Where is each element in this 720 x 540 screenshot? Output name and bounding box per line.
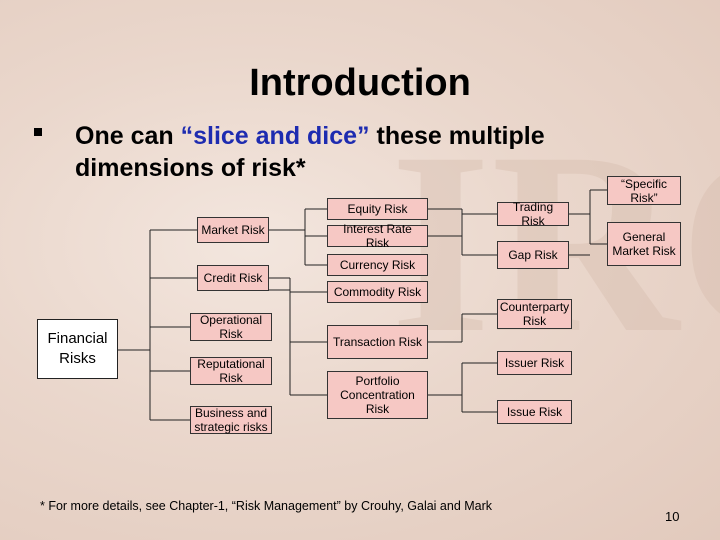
- node-issue-risk: Issue Risk: [497, 400, 572, 424]
- bullet-text-pre: One can: [75, 122, 181, 150]
- node-general-market-risk: General Market Risk: [607, 222, 681, 266]
- node-issuer-risk: Issuer Risk: [497, 351, 572, 375]
- node-gap-risk: Gap Risk: [497, 241, 569, 269]
- node-trading-risk: Trading Risk: [497, 200, 569, 228]
- bullet-text: One can “slice and dice” these multiple …: [75, 120, 635, 184]
- node-reputational-risk: Reputational Risk: [190, 357, 272, 385]
- node-financial-risks: Financial Risks: [37, 319, 118, 379]
- node-transaction-risk: Transaction Risk: [327, 325, 428, 359]
- node-portfolio-concentration-risk: Portfolio Concentration Risk: [327, 371, 428, 419]
- footnote: * For more details, see Chapter-1, “Risk…: [40, 499, 493, 513]
- node-commodity-risk: Commodity Risk: [327, 281, 428, 303]
- node-business-strategic-risks: Business and strategic risks: [190, 406, 272, 434]
- bullet-text-post: these multiple dimensions of risk*: [75, 122, 545, 182]
- node-interest-rate-risk: Interest Rate Risk: [327, 222, 428, 250]
- page-number: 10: [665, 509, 680, 524]
- bullet-text-highlight: “slice and dice”: [180, 122, 370, 150]
- bullet-square-icon: [34, 128, 42, 136]
- node-operational-risk: Operational Risk: [190, 313, 272, 341]
- node-counterparty-risk: Counterparty Risk: [497, 299, 572, 329]
- node-market-risk: Market Risk: [197, 217, 269, 243]
- slide-title: Introduction: [249, 62, 471, 104]
- node-credit-risk: Credit Risk: [197, 265, 269, 291]
- node-specific-risk: “Specific Risk”: [607, 176, 681, 205]
- node-equity-risk: Equity Risk: [327, 198, 428, 220]
- node-currency-risk: Currency Risk: [327, 254, 428, 276]
